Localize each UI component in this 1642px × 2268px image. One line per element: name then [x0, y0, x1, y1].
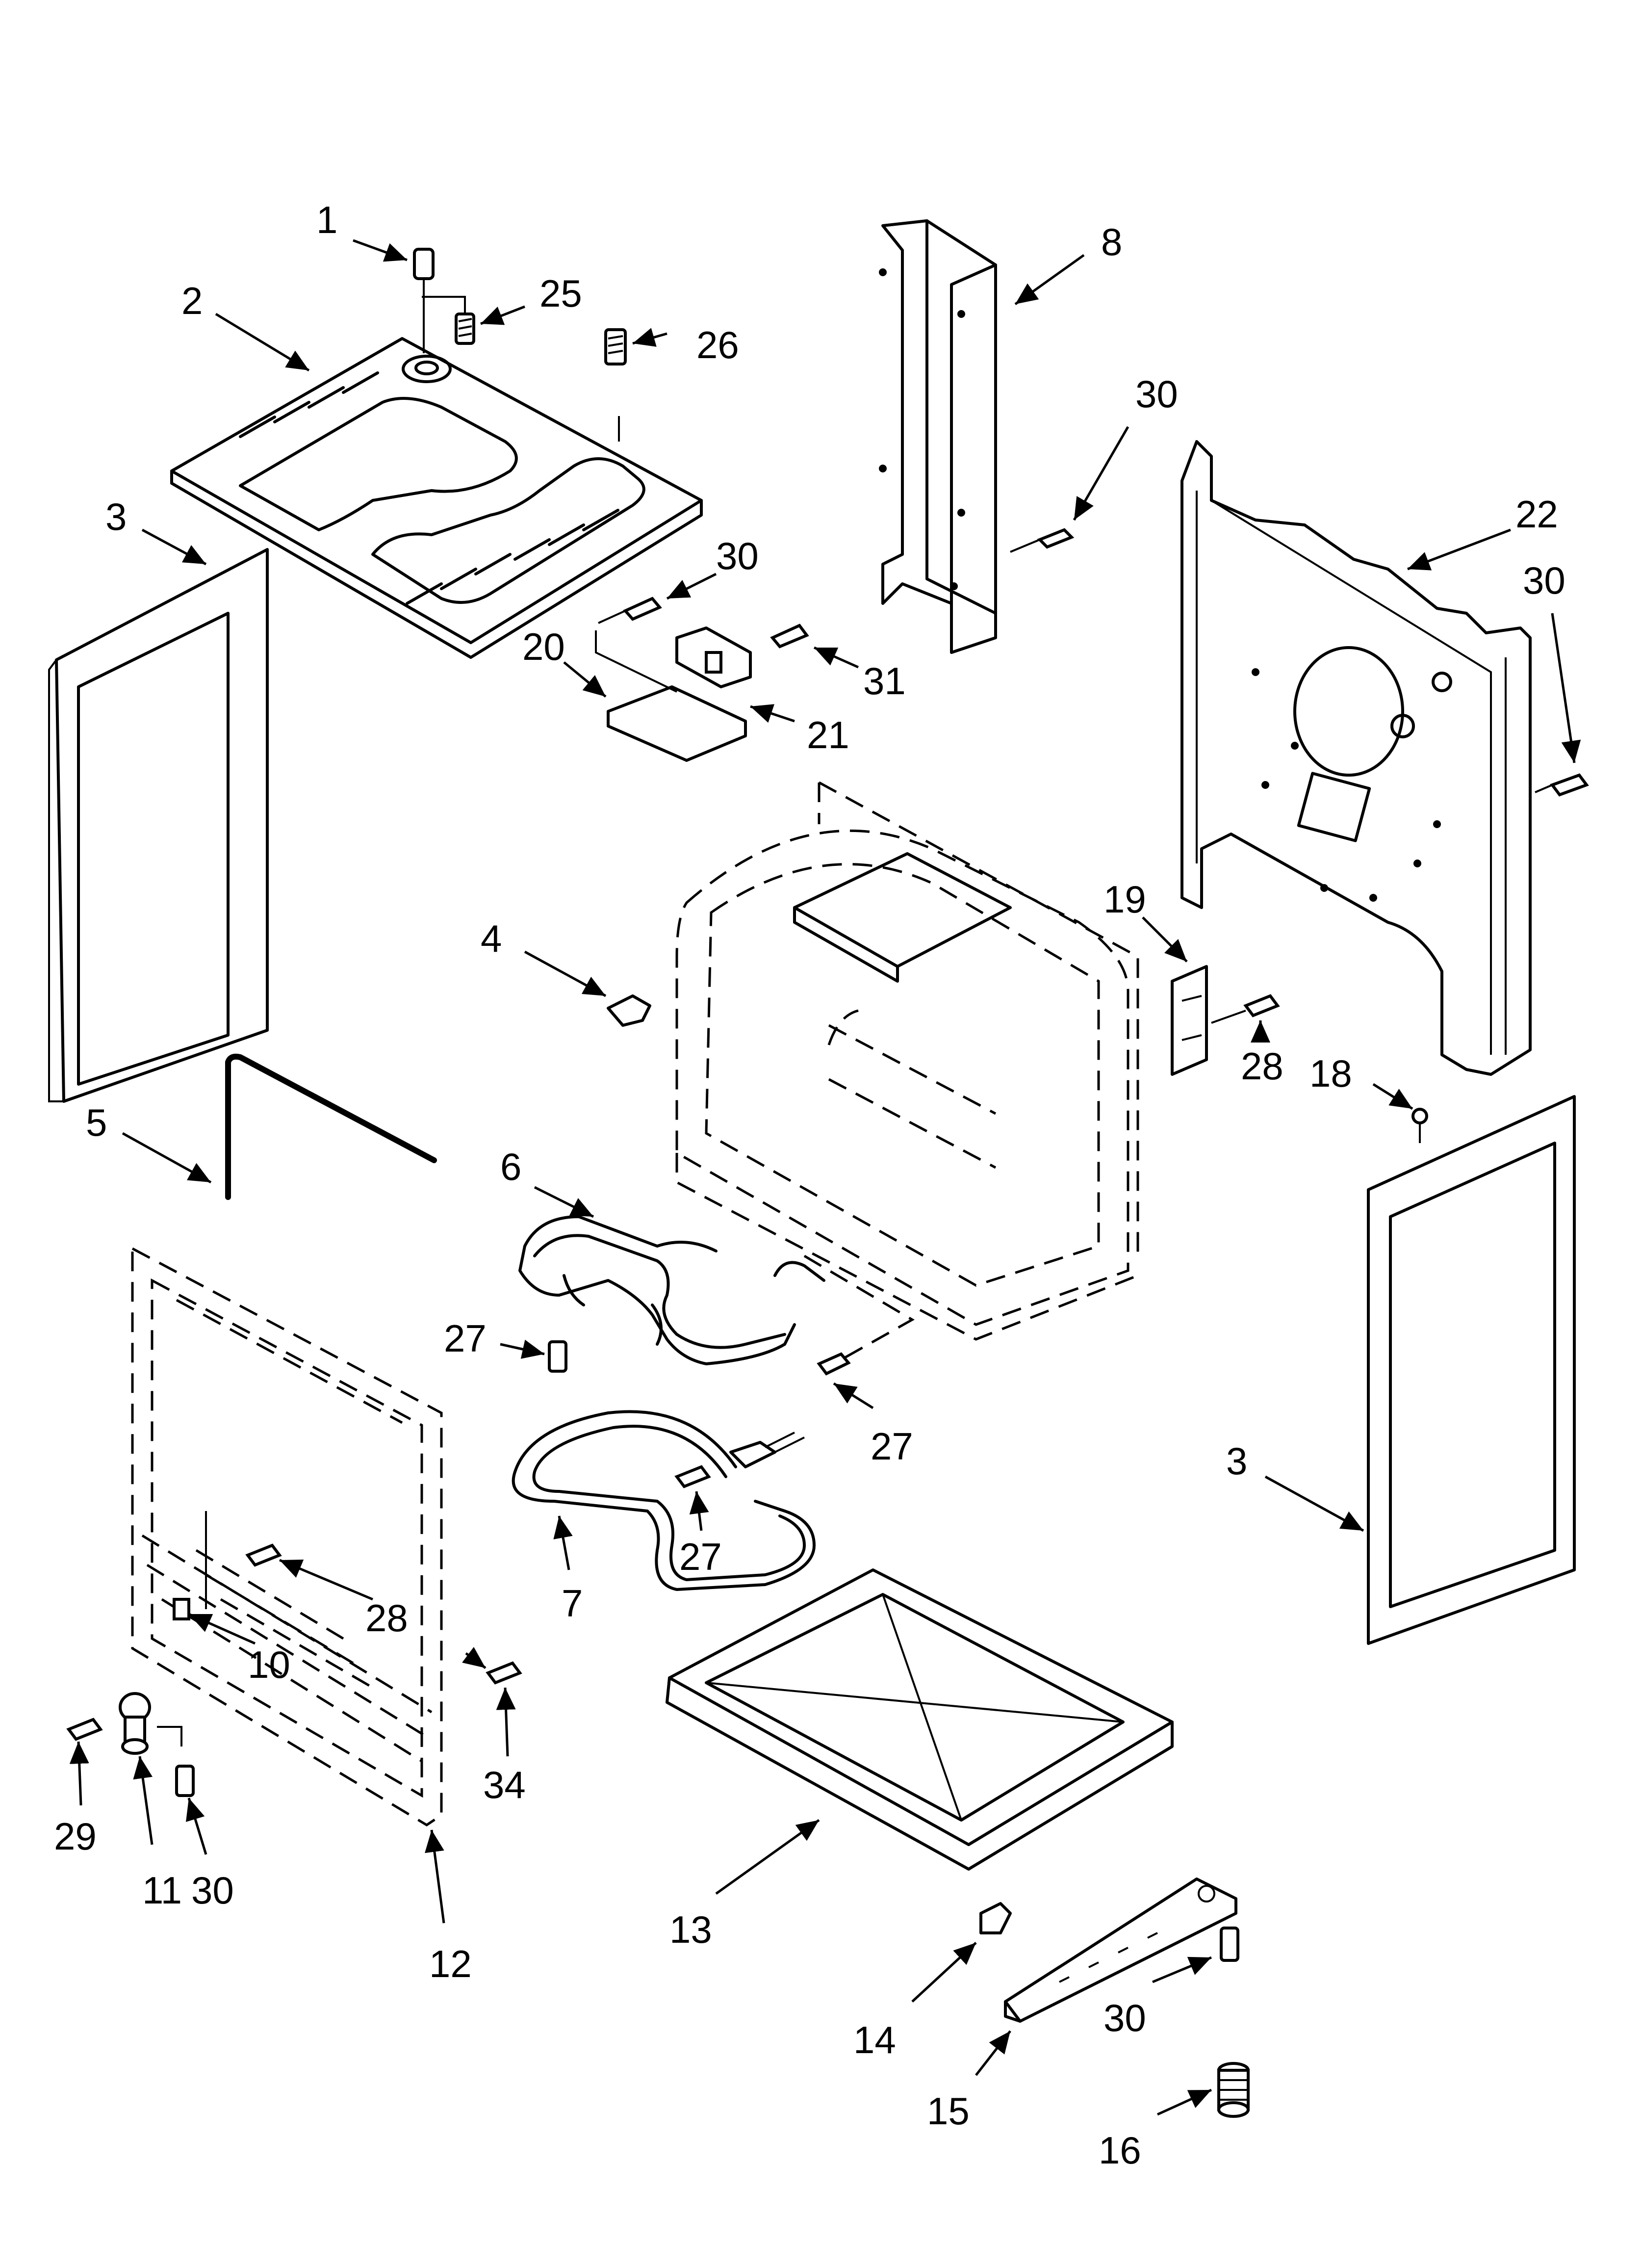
callout-26: 26 — [696, 323, 739, 366]
callout-30-mid: 30 — [716, 534, 759, 577]
callouts: 1 2 25 26 8 30 22 30 3 30 31 20 21 4 19 … — [54, 198, 1565, 2172]
callout-28-right: 28 — [1241, 1044, 1283, 1088]
latch-part-11 — [119, 1692, 182, 1755]
door-frame-part-12 — [131, 1246, 443, 1826]
screw-part-28-right — [1211, 994, 1280, 1024]
screw-part-30-bottom-right — [1220, 1927, 1239, 1962]
leveler-part-16 — [1217, 2062, 1250, 2118]
callout-30-right: 30 — [1523, 559, 1565, 602]
leader-lines — [69, 239, 1581, 2116]
callout-25: 25 — [539, 272, 582, 315]
screw-part-27-left — [548, 1340, 567, 1373]
callout-11: 11 — [142, 1869, 182, 1912]
screw-part-29 — [66, 1718, 103, 1741]
screw-part-30-mid — [598, 597, 662, 624]
screw-part-30-top — [1010, 528, 1075, 553]
callout-22: 22 — [1515, 493, 1558, 536]
screw-part-27-right — [817, 1352, 851, 1376]
clip-part-10 — [173, 1598, 190, 1620]
bracket-part-19 — [1171, 965, 1208, 1076]
terminal-block-part-21 — [675, 626, 752, 688]
callout-6: 6 — [500, 1145, 521, 1188]
side-panel-left — [48, 548, 269, 1103]
oven-cavity — [675, 781, 1139, 1341]
callout-27-right: 27 — [871, 1425, 913, 1468]
screw-part-30-bottom — [175, 1765, 195, 1797]
bracket-part-20 — [595, 630, 747, 762]
screw-part-30-right — [1535, 773, 1589, 797]
screw-part-26 — [604, 328, 627, 442]
bottom-pan-part-13 — [666, 1568, 1174, 1871]
top-panel — [170, 337, 703, 659]
gasket-part-5 — [225, 1053, 437, 1200]
callout-8: 8 — [1101, 220, 1122, 263]
callout-30-top: 30 — [1135, 372, 1178, 416]
callout-21: 21 — [807, 713, 849, 756]
bake-element-part-7 — [512, 1410, 816, 1591]
screw-part-31 — [770, 624, 809, 649]
callout-1: 1 — [316, 198, 337, 241]
callout-27-bottom: 27 — [679, 1535, 722, 1578]
callout-27-left: 27 — [444, 1317, 487, 1360]
callout-30-bottom-right: 30 — [1103, 1996, 1146, 2039]
callout-34: 34 — [483, 1763, 526, 1806]
callout-19: 19 — [1103, 878, 1146, 921]
broil-element-part-6 — [518, 1215, 915, 1365]
callout-14: 14 — [853, 2018, 896, 2061]
callout-4: 4 — [481, 917, 502, 960]
callout-3-right: 3 — [1226, 1439, 1247, 1483]
callout-12: 12 — [429, 1942, 472, 1985]
side-panel-right — [1367, 1095, 1576, 1645]
callout-31: 31 — [863, 659, 906, 703]
plug-part-18 — [1411, 1108, 1428, 1143]
callout-7: 7 — [562, 1582, 583, 1625]
callout-29: 29 — [54, 1815, 97, 1858]
screw-part-25 — [422, 296, 475, 345]
screw-part-34 — [486, 1661, 522, 1685]
callout-3-left: 3 — [105, 495, 127, 538]
screw-part-28-left — [205, 1511, 282, 1609]
callout-28-left: 28 — [365, 1596, 408, 1640]
rail-part-15 — [1004, 1877, 1237, 2023]
callout-30-bottom: 30 — [191, 1869, 234, 1912]
clip-part-4 — [607, 994, 651, 1027]
plug-part-1 — [413, 248, 435, 353]
callout-18: 18 — [1309, 1052, 1352, 1095]
callout-5: 5 — [86, 1101, 107, 1144]
callout-16: 16 — [1099, 2129, 1141, 2172]
callout-15: 15 — [927, 2089, 970, 2133]
callout-13: 13 — [669, 1908, 712, 1951]
callout-20: 20 — [522, 625, 565, 668]
rear-panel-part-22 — [1180, 440, 1532, 1076]
clip-part-14 — [979, 1902, 1012, 1934]
screw-part-27-bottom — [674, 1465, 711, 1488]
callout-2: 2 — [181, 279, 203, 322]
callout-10: 10 — [248, 1643, 290, 1686]
channel-part-8 — [879, 219, 997, 654]
